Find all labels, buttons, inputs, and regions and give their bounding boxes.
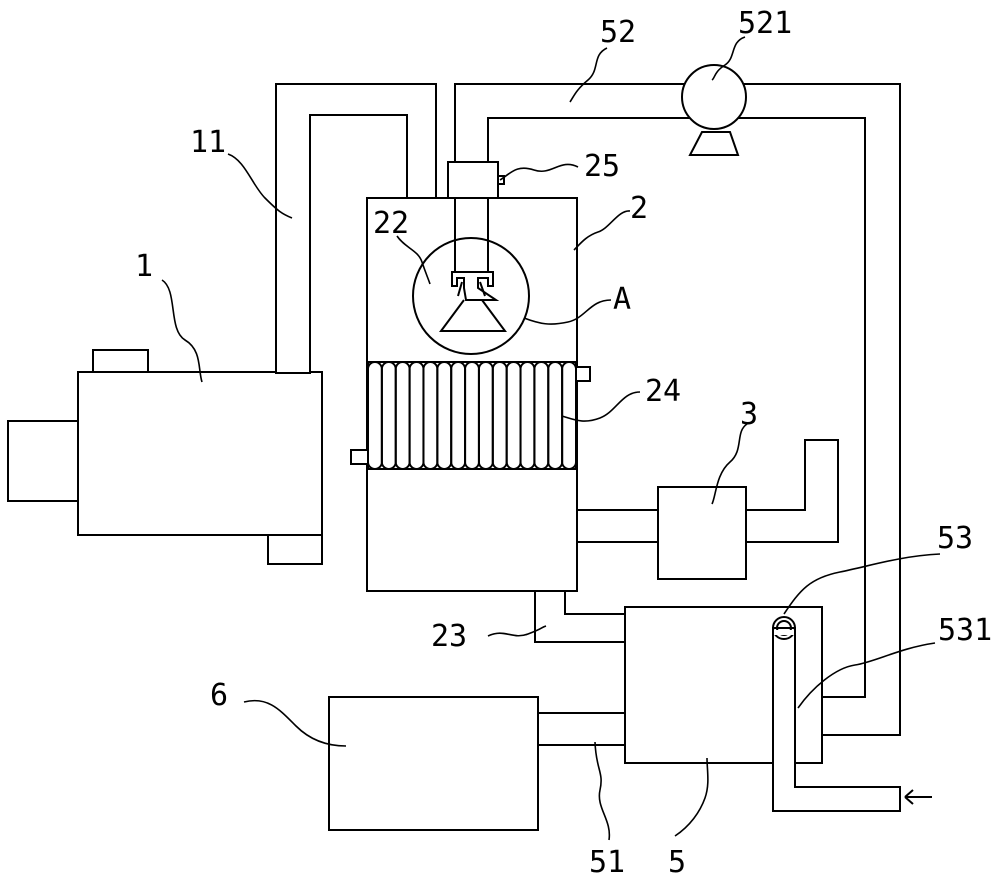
detail-circle-A [412, 237, 530, 355]
label-52: 52 [600, 15, 636, 50]
nozzle-22 [412, 237, 530, 355]
label-22: 22 [373, 206, 409, 241]
nozzle-22-body [451, 271, 500, 301]
unit-3 [657, 486, 747, 580]
unit-1-body [77, 371, 323, 536]
pump-521 [681, 64, 747, 156]
label-6: 6 [210, 678, 228, 713]
pump-521-housing [681, 64, 747, 130]
exhaust-pipe [746, 439, 839, 543]
label-23: 23 [431, 619, 467, 654]
leader-53 [783, 553, 941, 615]
leader-521 [711, 36, 746, 81]
label-25: 25 [584, 149, 620, 184]
label-24: 24 [645, 374, 681, 409]
leader-1 [161, 279, 203, 383]
nozzle-22-spray [439, 299, 507, 332]
leader-2 [573, 210, 631, 251]
valve-25-body [447, 161, 499, 199]
leader-23 [487, 625, 547, 637]
unit-1-side-port [7, 420, 79, 502]
valve-25 [447, 161, 505, 199]
leader-22 [396, 235, 431, 285]
unit-1-foot [267, 533, 323, 565]
leader-11 [227, 153, 293, 219]
label-5: 5 [668, 845, 686, 880]
pipe-2-to-3 [577, 509, 658, 543]
leader-3 [711, 423, 748, 505]
coil-loop [561, 361, 577, 470]
label-11: 11 [190, 125, 226, 160]
nozzle-22-inner [457, 281, 486, 297]
pipe-531 [772, 616, 901, 812]
pipe-51 [538, 712, 625, 746]
leader-lines [161, 36, 941, 841]
leader-6 [243, 699, 347, 747]
coil-24-inlet [575, 366, 591, 382]
leader-52 [569, 47, 608, 103]
label-521: 521 [738, 6, 792, 41]
leader-51 [594, 741, 611, 841]
coil-24 [350, 361, 591, 470]
leader-A [523, 299, 612, 325]
label-2: 2 [630, 191, 648, 226]
coil-24-loops [367, 361, 577, 470]
unit-1-top-cap [92, 349, 149, 375]
leader-531 [797, 642, 936, 709]
pipe-23 [534, 591, 625, 643]
label-51: 51 [589, 845, 625, 880]
leader-5 [674, 757, 709, 837]
label-53: 53 [937, 521, 973, 556]
leader-24 [561, 391, 641, 422]
unit-6 [328, 696, 539, 831]
pump-521-base [688, 131, 740, 156]
label-3: 3 [740, 397, 758, 432]
reference-numerals: 1 11 52 521 25 2 22 A 24 3 53 531 23 6 5… [135, 6, 992, 880]
coil-24-outlet [350, 449, 369, 465]
unit-1 [7, 349, 323, 565]
inlet-arrow [904, 789, 932, 805]
label-531: 531 [938, 613, 992, 648]
label-A: A [613, 282, 631, 317]
label-1: 1 [135, 249, 153, 284]
leader-25 [499, 163, 579, 181]
coil-24-frame [367, 361, 577, 470]
float-53-mask [772, 630, 796, 635]
